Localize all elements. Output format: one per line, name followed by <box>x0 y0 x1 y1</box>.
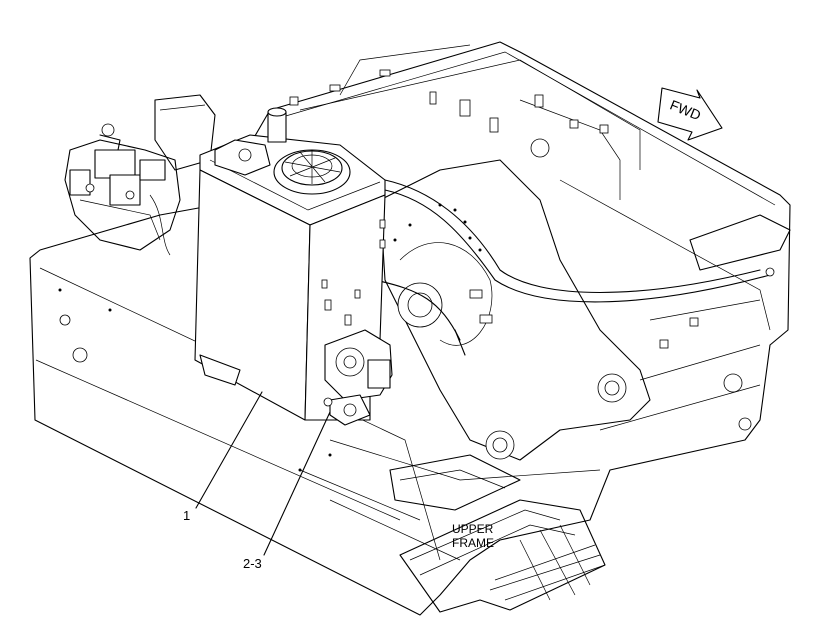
frame-holes <box>289 69 699 349</box>
hydraulic-pump <box>323 329 393 426</box>
leader-line-2-3 <box>263 411 331 556</box>
callouts: 1 2-3 <box>183 391 331 571</box>
pilot-valve-cluster <box>64 123 181 256</box>
frame-rivets <box>58 203 482 472</box>
callout-1: 1 <box>183 508 190 523</box>
leader-line-1 <box>195 391 263 509</box>
forward-arrow: FWD <box>657 87 723 141</box>
upper-frame-label-line2: FRAME <box>452 536 494 550</box>
upper-frame-label: UPPER FRAME <box>452 522 494 550</box>
upper-frame-label-line1: UPPER <box>452 522 494 536</box>
upper-frame <box>29 41 791 616</box>
hose-lines <box>374 179 775 356</box>
callout-2-3: 2-3 <box>243 556 262 571</box>
